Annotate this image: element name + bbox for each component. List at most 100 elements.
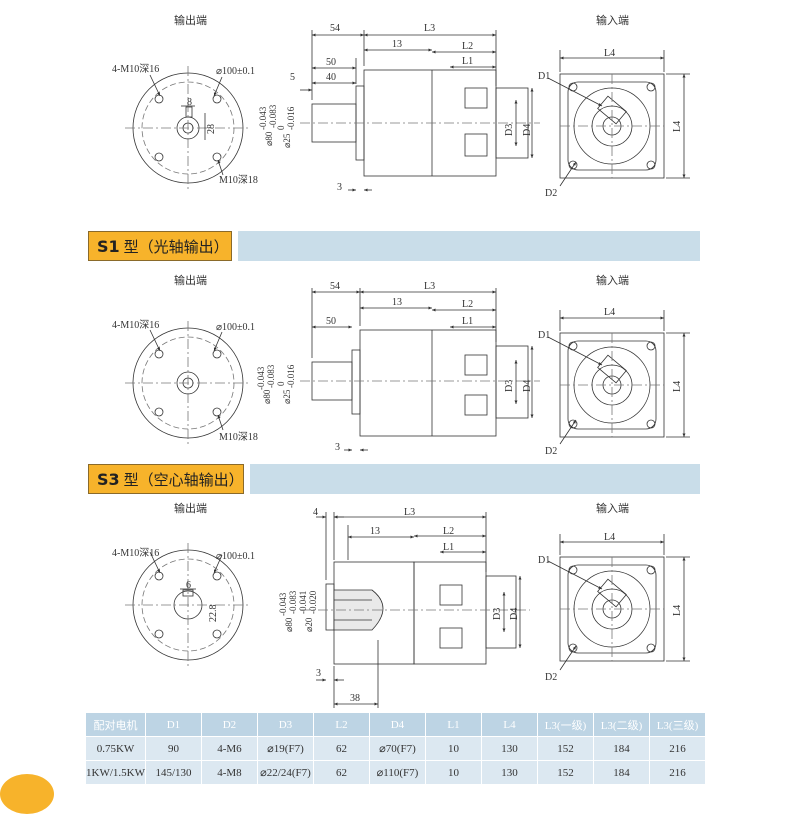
input-end-label-3: 输入端 [596,501,629,515]
hole-label-2: 4-M10深16 [112,319,159,331]
dim-D2-3: D2 [545,672,557,683]
section-tag-s3: S3 型（空心轴输出） [88,464,244,494]
dim-38-3: 38 [350,693,360,704]
fit-labels-2: ⌀80 -0.043 -0.083 ⌀25 0 -0.016 [256,364,296,404]
table-cell: 152 [537,736,594,761]
header-motor: 配对电机 [86,713,146,737]
table-row: 1KW/1.5KW 145/130 4-M8 ⌀22/24(F7) 62 ⌀11… [86,760,706,784]
tol80b-2: -0.083 [266,364,276,388]
table-cell: 130 [481,760,538,784]
dim-D1-2: D1 [538,330,550,341]
header-l3-1: L3(一级) [537,713,594,737]
dim-40-1: 40 [326,72,336,83]
dim-L4-3: L4 [604,532,615,543]
hole-label-1: 4-M10深16 [112,63,159,75]
dim-L4v-1: L4 [672,121,683,132]
dim-L1-3: L1 [443,542,454,553]
dim-L1-1: L1 [462,56,473,67]
phi20-3: ⌀20 [304,617,314,632]
drawing-canvas: 输出端 4-M10深16 ⌀100±0.1 M10深18 8 28 [112,13,690,708]
table-cell: ⌀70(F7) [369,736,426,761]
phi25-1: ⌀25 [282,133,292,148]
table-cell: 10 [425,760,482,784]
output-flange-view-2 [125,321,251,445]
dim-D1-3: D1 [538,555,550,566]
tol80a-3: -0.043 [278,592,288,616]
tol20b-3: -0.020 [308,590,318,614]
input-end-label-1: 输入端 [596,13,629,27]
tol25a-2: 0 [276,381,286,386]
header-d1: D1 [145,713,202,737]
technical-drawing-sheet: 输出端 4-M10深16 ⌀100±0.1 M10深18 8 28 [0,13,706,814]
bolt-label-2: M10深18 [219,431,258,443]
dim-D4-3: D4 [509,608,520,620]
header-l2: L2 [313,713,370,737]
tol25b-2: -0.016 [286,364,296,388]
dim-L4-2: L4 [604,307,615,318]
output-end-label-1: 输出端 [174,13,207,27]
phi80-2: ⌀80 [262,389,272,404]
section-code-s1: S1 [97,236,120,256]
section-title-s3: 型（空心轴输出） [123,471,244,489]
dim-50-2: 50 [326,316,336,327]
section-title-s1: 型（光轴输出） [123,238,229,256]
dim-6-label: 6 [186,580,191,591]
side-view-2 [300,288,540,452]
dim-13-3: 13 [370,526,380,537]
corner-decoration [0,774,54,814]
table-cell: 216 [649,736,706,761]
dim-L2-3: L2 [443,526,454,537]
tol25a-1: 0 [276,125,286,130]
fit-labels-1: ⌀80 -0.043 -0.083 ⌀25 0 -0.016 [258,104,296,148]
table-cell: 0.75KW [86,736,146,761]
section-code-s3: S3 [97,469,120,489]
table-cell: 90 [145,736,202,761]
table-header-row: 配对电机 D1 D2 D3 L2 D4 L1 L4 L3(一级) L3(二级) … [86,713,706,737]
pcd-label-3: ⌀100±0.1 [216,551,255,562]
table-cell: ⌀19(F7) [257,736,314,761]
dim-3-3: 3 [316,668,321,679]
table-cell: 62 [313,736,370,761]
dim-54-1: 54 [330,23,340,34]
input-end-label-2: 输入端 [596,273,629,287]
spec-table: 配对电机 D1 D2 D3 L2 D4 L1 L4 L3(一级) L3(二级) … [86,713,706,784]
table-cell: 145/130 [145,760,202,784]
output-end-label-2: 输出端 [174,273,207,287]
dim-L4v-3: L4 [672,605,683,616]
table-cell: 184 [593,736,650,761]
section-band-s1 [238,231,700,261]
side-view-3 [300,512,530,708]
dim-3-2: 3 [335,442,340,453]
header-d4: D4 [369,713,426,737]
table-cell: 10 [425,736,482,761]
dim-L3-2: L3 [424,281,435,292]
table-cell: 152 [537,760,594,784]
dim-8-label: 8 [187,97,192,108]
tol80b-3: -0.083 [288,590,298,614]
table-cell: 62 [313,760,370,784]
table-cell: 4-M6 [201,736,258,761]
phi80-1: ⌀80 [264,131,274,146]
header-d3: D3 [257,713,314,737]
bolt-label-1: M10深18 [219,174,258,186]
dim-L1-2: L1 [462,316,473,327]
dim-50-1: 50 [326,57,336,68]
dim-4-3: 4 [313,507,318,518]
pcd-label-1: ⌀100±0.1 [216,66,255,77]
output-flange-view-3 [125,543,251,667]
dim-D4-2: D4 [522,380,533,392]
dim-L3-1: L3 [424,23,435,34]
dim-D1-1: D1 [538,71,550,82]
phi25-2: ⌀25 [282,389,292,404]
table-cell: 1KW/1.5KW [86,760,146,784]
pcd-label-2: ⌀100±0.1 [216,322,255,333]
dim-L2-1: L2 [462,41,473,52]
dim-22-label: 22.8 [208,605,219,623]
dim-13-2: 13 [392,297,402,308]
view2: 输出端 4-M10深16 ⌀100±0.1 M10深18 54 [112,273,690,457]
dim-L2-2: L2 [462,299,473,310]
header-l3-2: L3(二级) [593,713,650,737]
table-cell: 184 [593,760,650,784]
dim-13-1: 13 [392,39,402,50]
dim-D4-1: D4 [522,124,533,136]
